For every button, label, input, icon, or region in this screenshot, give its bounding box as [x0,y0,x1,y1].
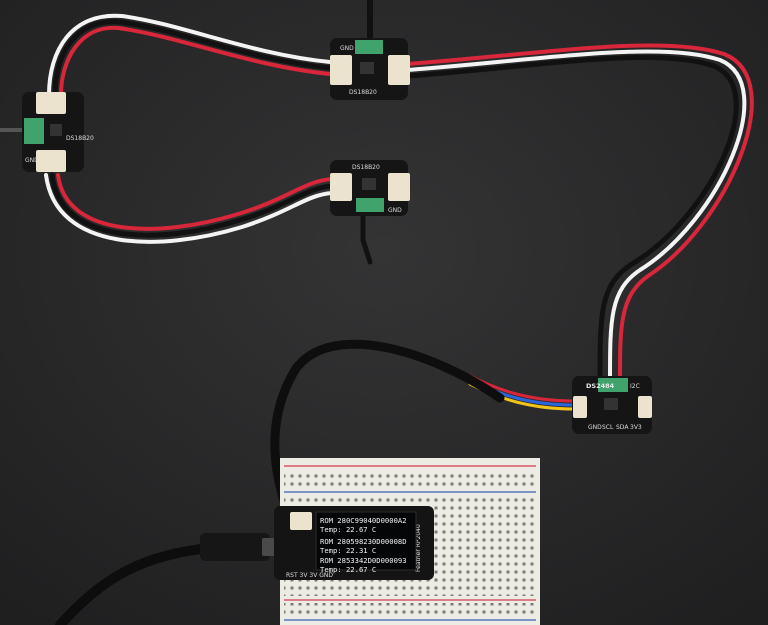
sensor-board-middle: DS18B20 GND [330,160,410,216]
pin-label-gnd: GND [340,45,354,52]
pin-label-scl: SCL [602,424,614,431]
terminal-block-middle [356,198,384,212]
board-text: DS18B20 [352,164,380,171]
breadboard-holes-top [284,470,536,490]
feather-name: Feather RP2040 [415,524,422,572]
pin-label-gnd: GND [588,424,602,431]
oled-temp-3: Temp: 22.67 C [320,565,376,574]
feather-silk-pins: RST 3V 3V GND [286,572,333,579]
terminal-block-ds2484 [598,378,628,392]
terminal-block-left [24,118,44,144]
ds2484-board: DS2484 I2C GND SCL SDA 3V3 [572,376,652,434]
pin-label-sda: SDA [616,424,629,431]
pin-label-gnd: GND [25,157,39,164]
sensor-board-top: GND DS18B20 [330,38,410,100]
oled-rom-1: ROM 280C99040D0000A2 [320,516,407,525]
oled-display [315,511,417,571]
jst-connector-right [388,55,410,85]
oled-rom-2: ROM 280598230D00008D [320,537,407,546]
sensor-board-left: GND DS18B20 [22,92,94,172]
board-text: DS18B20 [66,135,94,142]
black-qt-cable [270,339,505,545]
oled-rom-3: ROM 2853342D0D000093 [320,556,407,565]
feather-board: RST 3V 3V GND Feather RP2040 ROM 280C990… [274,506,434,580]
jst-connector-left [330,55,352,85]
oled-temp-1: Temp: 22.67 C [320,525,376,534]
i2c-label: I2C [630,383,640,390]
board-text: DS18B20 [349,89,377,96]
stemma-qt-jack [290,512,312,530]
pin-label-gnd: GND [388,207,402,214]
terminal-block-top [355,40,383,54]
ds2484-title: DS2484 [586,382,615,390]
pin-label-3v3: 3V3 [630,424,642,431]
oled-temp-2: Temp: 22.31 C [320,546,376,555]
stemma-cable-chain [0,0,754,383]
